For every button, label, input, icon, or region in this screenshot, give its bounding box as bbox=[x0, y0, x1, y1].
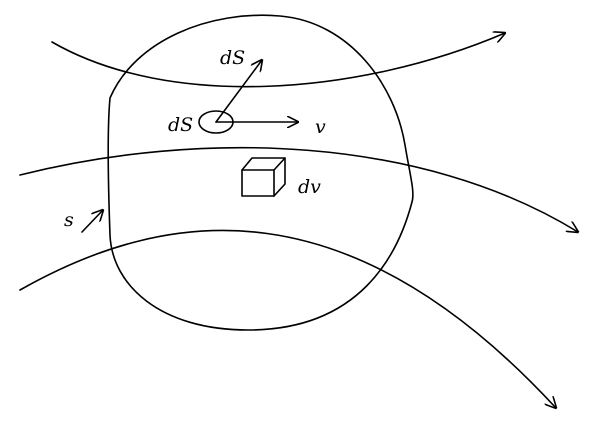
label-velocity-v: v bbox=[315, 116, 326, 138]
streamline-bottom bbox=[19, 229, 556, 408]
streamline-middle bbox=[19, 146, 578, 232]
label-boundary-s: s bbox=[64, 209, 74, 231]
control-volume-boundary bbox=[107, 14, 414, 331]
boundary-direction-arrow bbox=[81, 210, 103, 233]
streamline-top bbox=[51, 33, 505, 88]
label-normal-dS: dS bbox=[220, 47, 245, 69]
label-volume-dv: dv bbox=[298, 176, 321, 198]
volume-element-cube bbox=[241, 157, 286, 197]
label-surface-dS: dS bbox=[168, 114, 193, 136]
normal-vector-arrow bbox=[215, 60, 262, 123]
